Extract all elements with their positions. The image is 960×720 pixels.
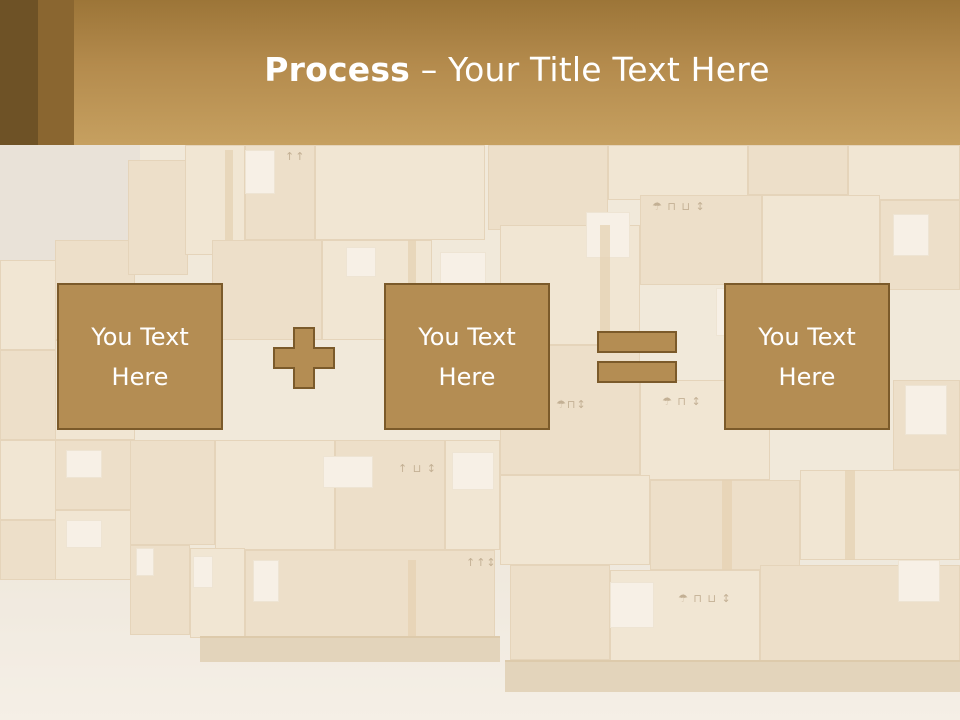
background-mark: ↑↑↕	[466, 556, 497, 569]
background-wash	[0, 145, 960, 720]
background-box	[762, 195, 880, 285]
process-step-3: You Text Here	[724, 283, 890, 430]
slide-title-rest: – Your Title Text Here	[410, 50, 770, 89]
background-box	[510, 565, 610, 660]
background-label	[893, 214, 929, 256]
background-label	[245, 150, 275, 194]
process-step-2: You Text Here	[384, 283, 550, 430]
background-box	[185, 145, 245, 255]
background-label	[610, 582, 654, 628]
background-box	[640, 195, 762, 285]
background-label	[66, 520, 102, 548]
background-label	[136, 548, 154, 576]
process-step-1: You Text Here	[57, 283, 223, 430]
background-mark: ☂ ⊓ ⊔ ↕	[678, 592, 732, 605]
background-box	[748, 145, 848, 195]
background-box	[315, 145, 485, 240]
background-box	[500, 475, 650, 565]
background-mark: ☂⊓↕	[556, 398, 587, 411]
background-box	[848, 145, 960, 200]
background-tape	[225, 150, 233, 240]
background-box	[130, 440, 215, 545]
background-box	[212, 240, 322, 340]
title-bar-accent-mid	[38, 0, 74, 145]
slide-title-bold: Process	[264, 50, 411, 89]
process-step-1-text: You Text Here	[91, 322, 189, 391]
background-mark: ☂ ⊓ ↕	[662, 395, 702, 408]
background-label	[905, 385, 947, 435]
plus-icon	[273, 327, 335, 389]
background-label	[193, 556, 213, 588]
background-box	[128, 160, 188, 275]
process-step-3-text: You Text Here	[758, 322, 856, 391]
background-pallet	[505, 660, 960, 692]
background-tape	[408, 560, 416, 650]
process-step-2-text: You Text Here	[418, 322, 516, 391]
background-mark: ↑ ⊔ ↕	[398, 462, 438, 475]
title-bar: Process – Your Title Text Here	[0, 0, 960, 145]
equals-icon	[597, 331, 677, 383]
background-label	[66, 450, 102, 478]
background-box	[800, 470, 960, 560]
title-bar-accent-dark	[0, 0, 38, 145]
background-mark: ☂ ⊓ ⊔ ↕	[652, 200, 706, 213]
background-mark: ↑↑	[285, 150, 306, 163]
background-tape	[600, 225, 610, 345]
background-tape	[722, 480, 732, 570]
background-pallet	[200, 636, 500, 662]
background-tape	[845, 470, 855, 560]
background-label	[898, 560, 940, 602]
background-label	[452, 452, 494, 490]
background-label	[253, 560, 279, 602]
slide-title: Process – Your Title Text Here	[74, 50, 960, 89]
background-box	[215, 440, 335, 550]
background-label	[323, 456, 373, 488]
background-label	[346, 247, 376, 277]
